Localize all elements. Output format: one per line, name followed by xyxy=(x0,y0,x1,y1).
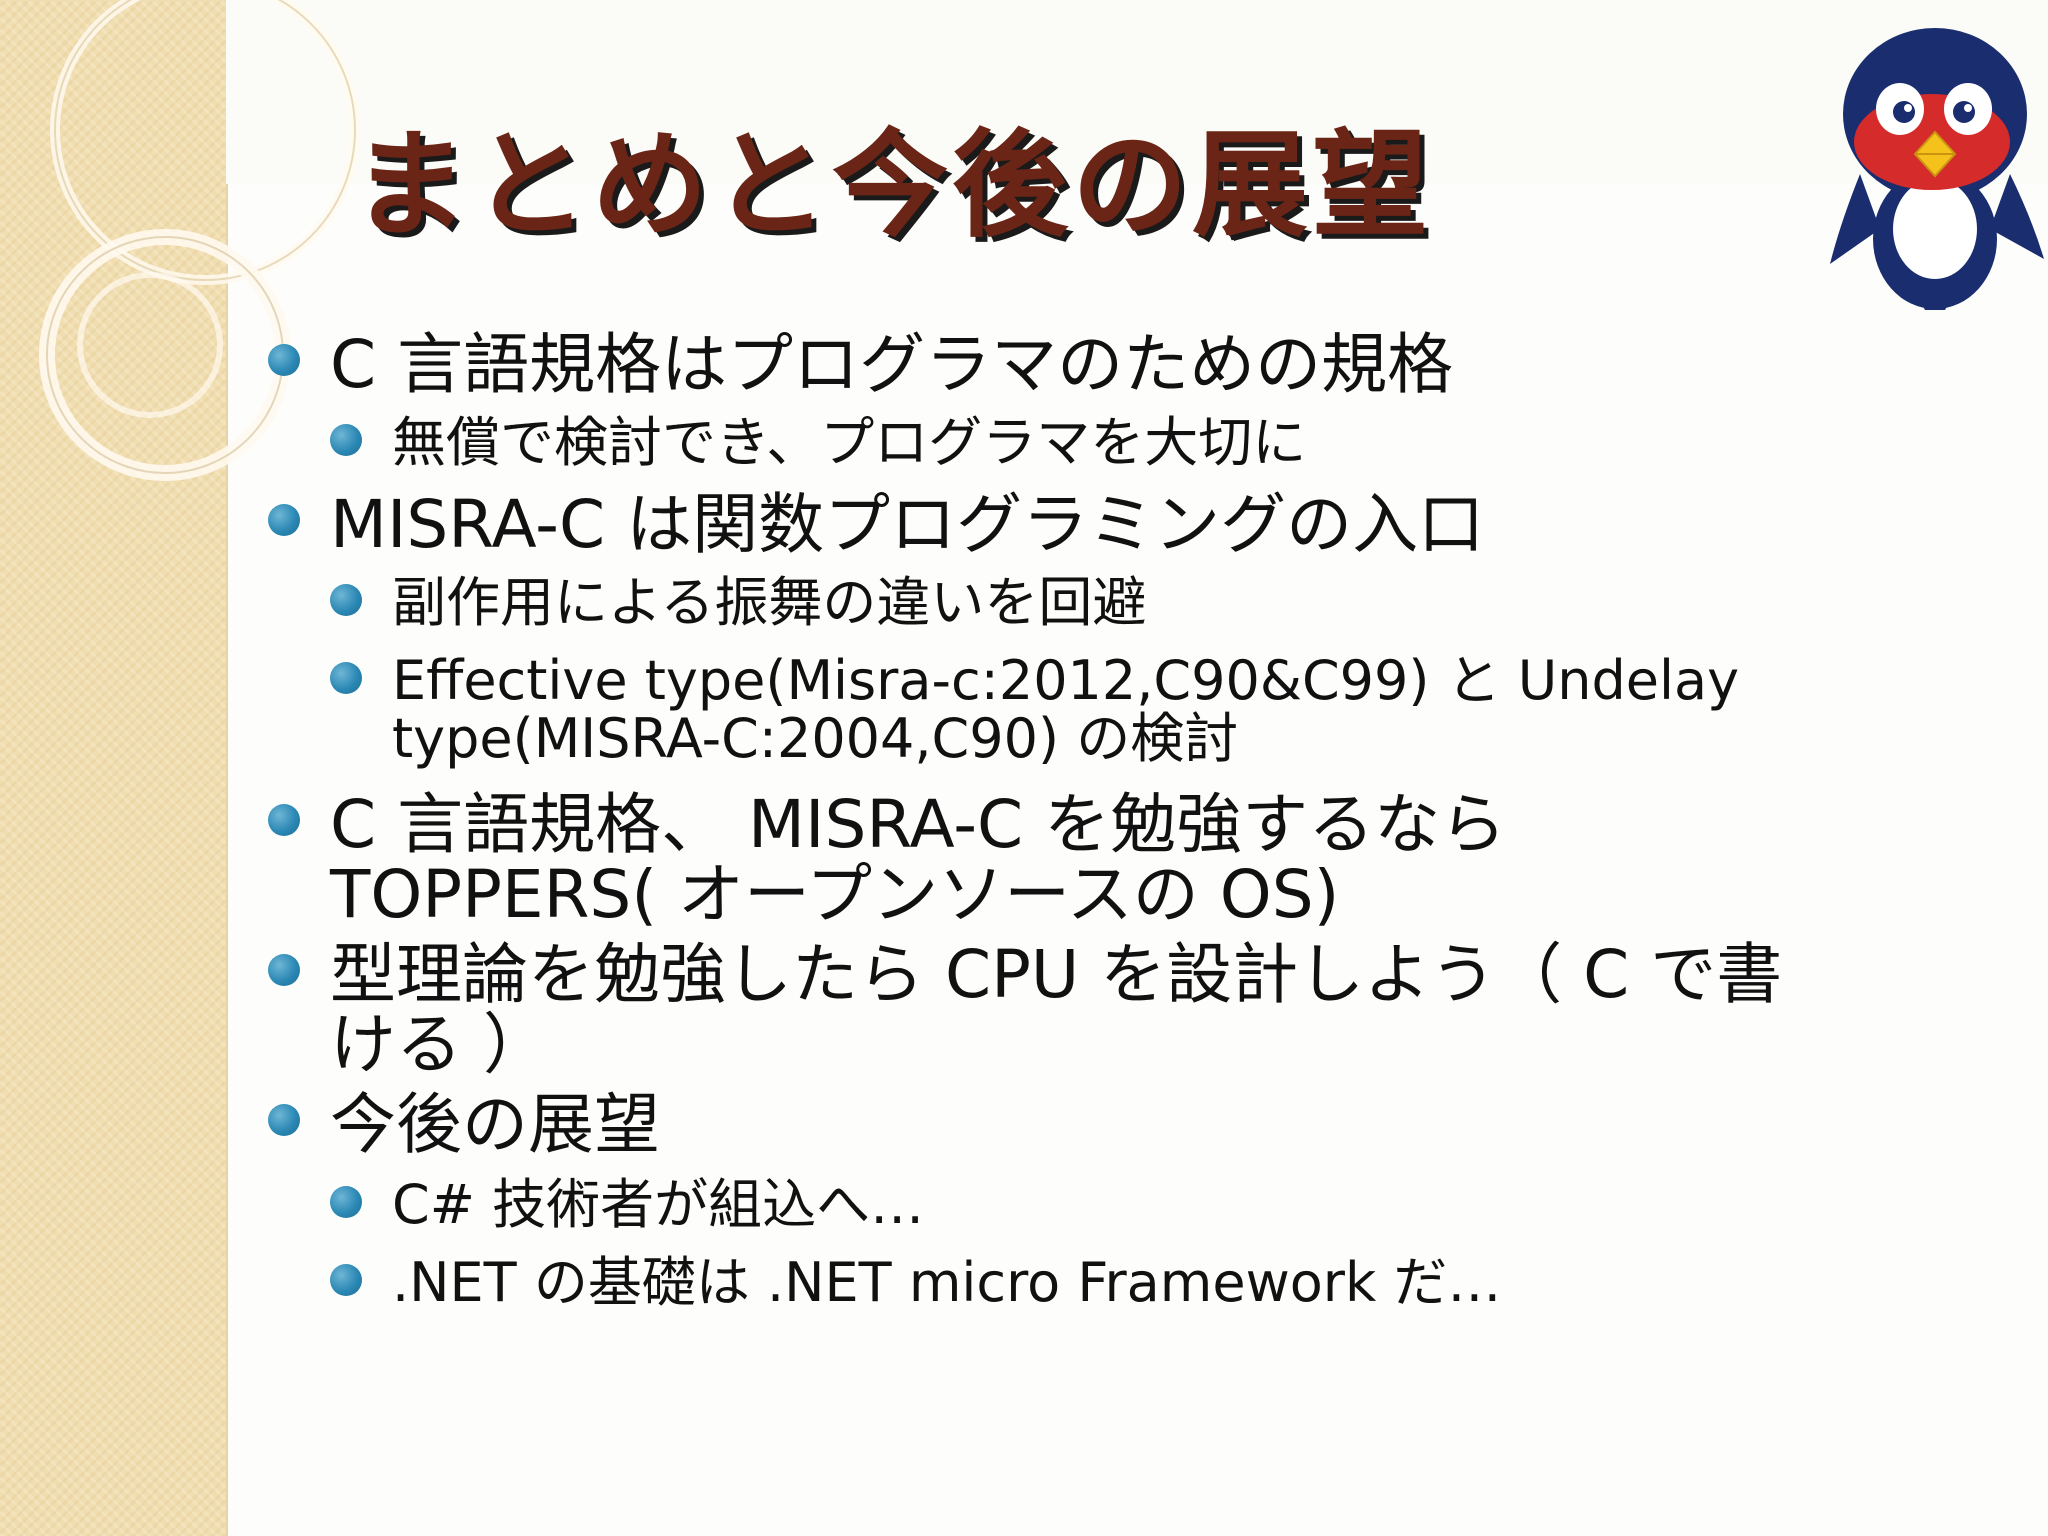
slide-title: まとめと今後の展望 xyxy=(352,118,1432,253)
bullet-dot-icon xyxy=(330,662,362,694)
bullet-dot-icon xyxy=(330,1186,362,1218)
bullet-text: MISRA-C は関数プログラミングの入口 xyxy=(330,486,1485,563)
bullet-dot-icon xyxy=(268,344,300,376)
bullet-text: type(MISRA-C:2004,C90) の検討 xyxy=(392,707,1239,770)
bullet-text: 型理論を勉強したら CPU を設計しよう（ C で書 xyxy=(330,936,1783,1013)
title-backdrop xyxy=(226,0,2048,184)
bullet-text: TOPPERS( オープンソースの OS) xyxy=(330,856,1340,933)
bullet-dot-icon xyxy=(330,1264,362,1296)
bullet-text: 今後の展望 xyxy=(330,1086,660,1163)
bullet-dot-icon xyxy=(268,804,300,836)
bullet-text: C 言語規格はプログラマのための規格 xyxy=(330,326,1454,403)
left-decor-band xyxy=(0,0,228,1536)
bullet-dot-icon xyxy=(268,1104,300,1136)
bullet-dot-icon xyxy=(330,424,362,456)
bullet-text: C# 技術者が組込へ… xyxy=(392,1173,925,1236)
bullet-text: 副作用による振舞の違いを回避 xyxy=(392,571,1147,634)
bullet-text: ける ） xyxy=(330,1006,549,1083)
penguin-mascot-icon xyxy=(1830,28,2044,310)
bullet-dot-icon xyxy=(330,584,362,616)
bullet-text: Effective type(Misra-c:2012,C90&C99) と U… xyxy=(392,649,1740,712)
bullet-text: 無償で検討でき、プログラマを大切に xyxy=(392,411,1307,474)
bullet-dot-icon xyxy=(268,504,300,536)
bullet-text: .NET の基礎は .NET micro Framework だ… xyxy=(392,1251,1502,1314)
bullet-dot-icon xyxy=(268,954,300,986)
bullet-text: C 言語規格、 MISRA-C を勉強するなら xyxy=(330,786,1507,863)
